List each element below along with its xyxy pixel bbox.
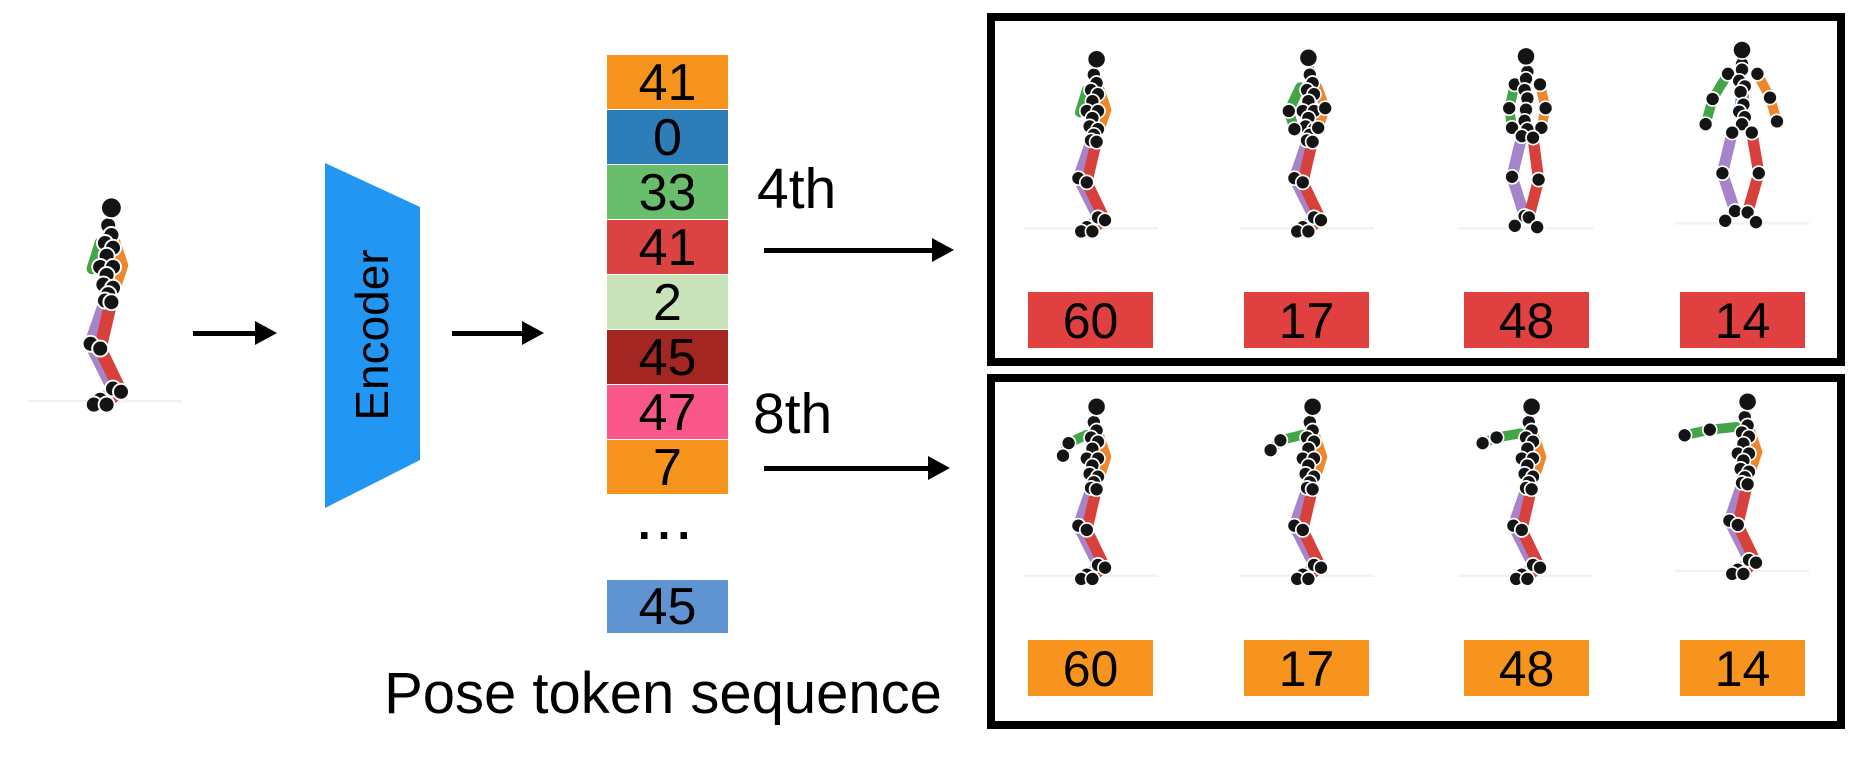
input-pose-skeleton	[28, 196, 182, 414]
decoded-frame-label: 14	[1680, 292, 1805, 349]
arrow-input-to-encoder-icon	[193, 321, 277, 345]
decoded-frame-label: 48	[1464, 640, 1589, 697]
token-cell: 45	[607, 330, 728, 386]
token-cell: 33	[607, 165, 728, 221]
arrow-4th-branch-icon	[764, 238, 954, 262]
token-ellipsis: ...	[637, 497, 698, 549]
decoded-pose-skeleton	[1239, 47, 1375, 240]
token-cell: 7	[607, 440, 728, 496]
token-cell: 47	[607, 385, 728, 441]
decoded-frame-label: 48	[1464, 292, 1589, 349]
token-cell-last: 45	[607, 580, 728, 635]
decoded-frame-label: 14	[1680, 640, 1805, 697]
token-cell: 2	[607, 275, 728, 331]
decoded-pose-skeleton	[1023, 49, 1159, 240]
arrow-8th-branch-icon	[764, 456, 950, 480]
branch-label-8th: 8th	[753, 382, 833, 446]
token-cell: 41	[607, 55, 728, 111]
encoder-label: Encoder	[346, 249, 398, 420]
decoded-frame-label: 17	[1244, 292, 1369, 349]
decoded-frame-label: 17	[1244, 640, 1369, 697]
encoder-trapezoid	[325, 163, 420, 508]
decoded-frame-label: 60	[1028, 640, 1153, 697]
decoded-frame-label: 60	[1028, 292, 1153, 349]
encoder-block: Encoder	[325, 163, 420, 508]
token-cell: 0	[607, 110, 728, 166]
token-cell: 41	[607, 220, 728, 276]
arrow-encoder-to-tokens-icon	[452, 321, 544, 345]
decoded-pose-skeleton	[1458, 396, 1594, 587]
decoded-pose-skeleton	[1023, 396, 1159, 587]
figure-caption: Pose token sequence	[384, 661, 942, 726]
decoded-pose-skeleton	[1674, 40, 1810, 231]
decoded-pose-skeleton	[1239, 396, 1375, 587]
decoded-pose-skeleton	[1674, 391, 1810, 582]
branch-label-4th: 4th	[757, 157, 837, 221]
decoded-pose-skeleton	[1458, 46, 1594, 236]
